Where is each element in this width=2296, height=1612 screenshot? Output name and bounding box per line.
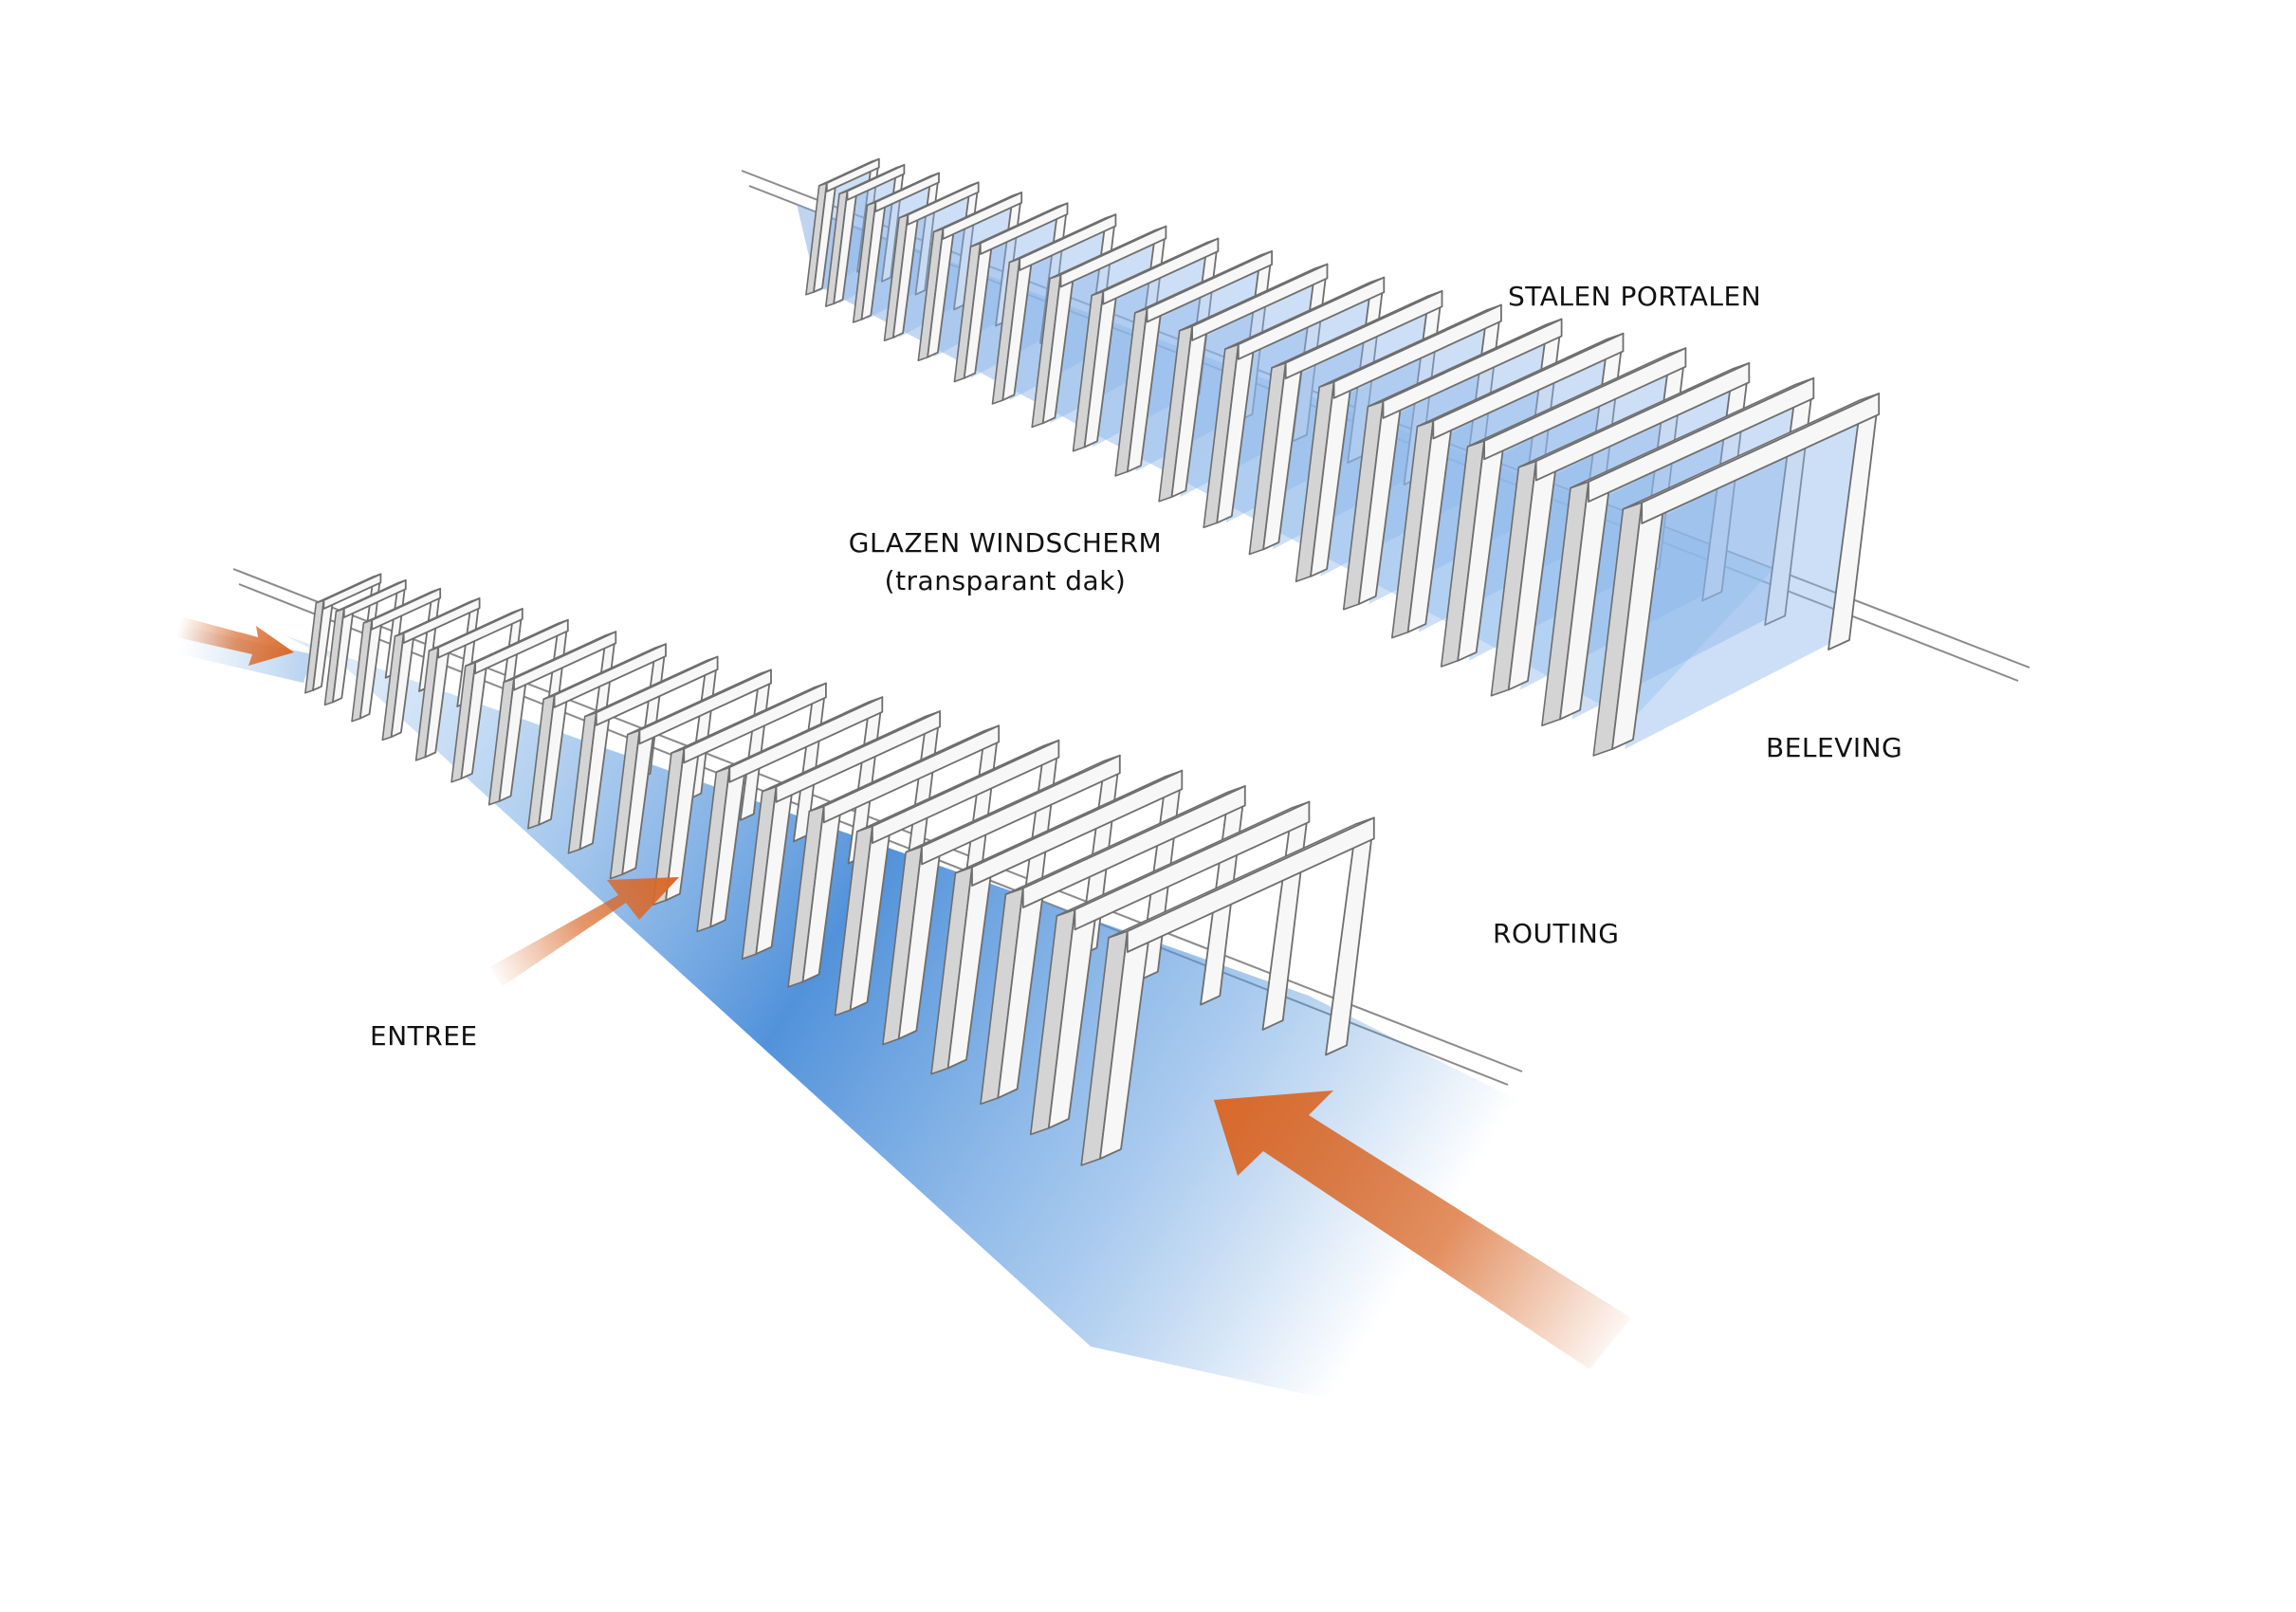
portal-beam <box>822 724 1001 824</box>
portal-beam <box>1102 237 1220 305</box>
portal-frame <box>1592 393 1881 757</box>
portal-glass <box>1625 412 1866 749</box>
portal-frame <box>323 579 407 706</box>
portal-beam <box>1074 800 1311 931</box>
portal-beam <box>1059 225 1167 288</box>
portal-beam <box>1332 303 1502 399</box>
portal-beam <box>371 587 442 631</box>
portal-beam <box>979 202 1069 255</box>
portal-beam <box>1146 249 1273 323</box>
label-glazen-windscherm-sub: (transparant dak) <box>884 565 1127 596</box>
portal-beam <box>638 669 772 745</box>
portal-beam <box>1382 318 1563 419</box>
portal-beam <box>474 618 569 675</box>
lower-portal-row <box>304 573 1375 1166</box>
portal-beam <box>775 710 941 803</box>
portal-beam <box>513 631 617 691</box>
portal-beam <box>342 579 407 618</box>
portal-beam <box>1641 393 1881 524</box>
portal-beam <box>872 739 1060 844</box>
portal-beam <box>846 163 906 201</box>
portal-frame <box>526 643 667 830</box>
label-stalen-portalen: STALEN PORTALEN <box>1508 281 1762 312</box>
portal-beam <box>322 573 382 610</box>
portal-frame <box>414 608 523 761</box>
portal-beam <box>1126 816 1375 953</box>
portal-beam <box>1019 213 1117 271</box>
upper-portal-row <box>805 157 1881 757</box>
portal-frame <box>696 696 884 933</box>
label-beleving: BELEVING <box>1766 732 1903 763</box>
portal-beam <box>1432 332 1625 440</box>
portal-beam <box>728 696 884 783</box>
portal-beam <box>874 172 940 212</box>
label-glazen-windscherm: GLAZEN WINDSCHERM <box>848 527 1163 559</box>
portal-beam <box>1237 276 1386 360</box>
portal-frame <box>609 669 772 880</box>
portal-beam <box>942 192 1023 240</box>
portal-frame <box>652 682 827 906</box>
portal-beam <box>683 682 827 764</box>
portal-frame <box>351 587 442 723</box>
portal-beam <box>921 754 1121 866</box>
portal-beam <box>1588 376 1815 503</box>
portal-beam <box>595 655 719 726</box>
portal-beam <box>1534 361 1751 482</box>
portal-beam <box>1021 785 1246 908</box>
portal-frame <box>381 597 481 742</box>
portal-beam <box>402 597 481 644</box>
label-routing: ROUTING <box>1493 918 1620 949</box>
portal-beam <box>1284 289 1443 380</box>
portal-frame <box>1029 800 1311 1136</box>
portal-beam <box>971 769 1184 887</box>
portal-beam <box>553 643 667 708</box>
portal-beam <box>825 157 880 192</box>
portal-frame <box>1080 816 1375 1166</box>
portal-frame <box>787 724 1001 988</box>
portal-beam <box>907 181 980 226</box>
portal-beam <box>437 608 523 659</box>
portal-beam <box>1483 347 1687 461</box>
arrow-side-entrance <box>176 616 294 666</box>
arrow-entree <box>489 877 679 986</box>
portal-beam <box>1191 263 1329 341</box>
arrow-routing-main <box>1214 1090 1631 1369</box>
portal-frame <box>741 710 941 961</box>
label-entree: ENTREE <box>370 1020 478 1052</box>
